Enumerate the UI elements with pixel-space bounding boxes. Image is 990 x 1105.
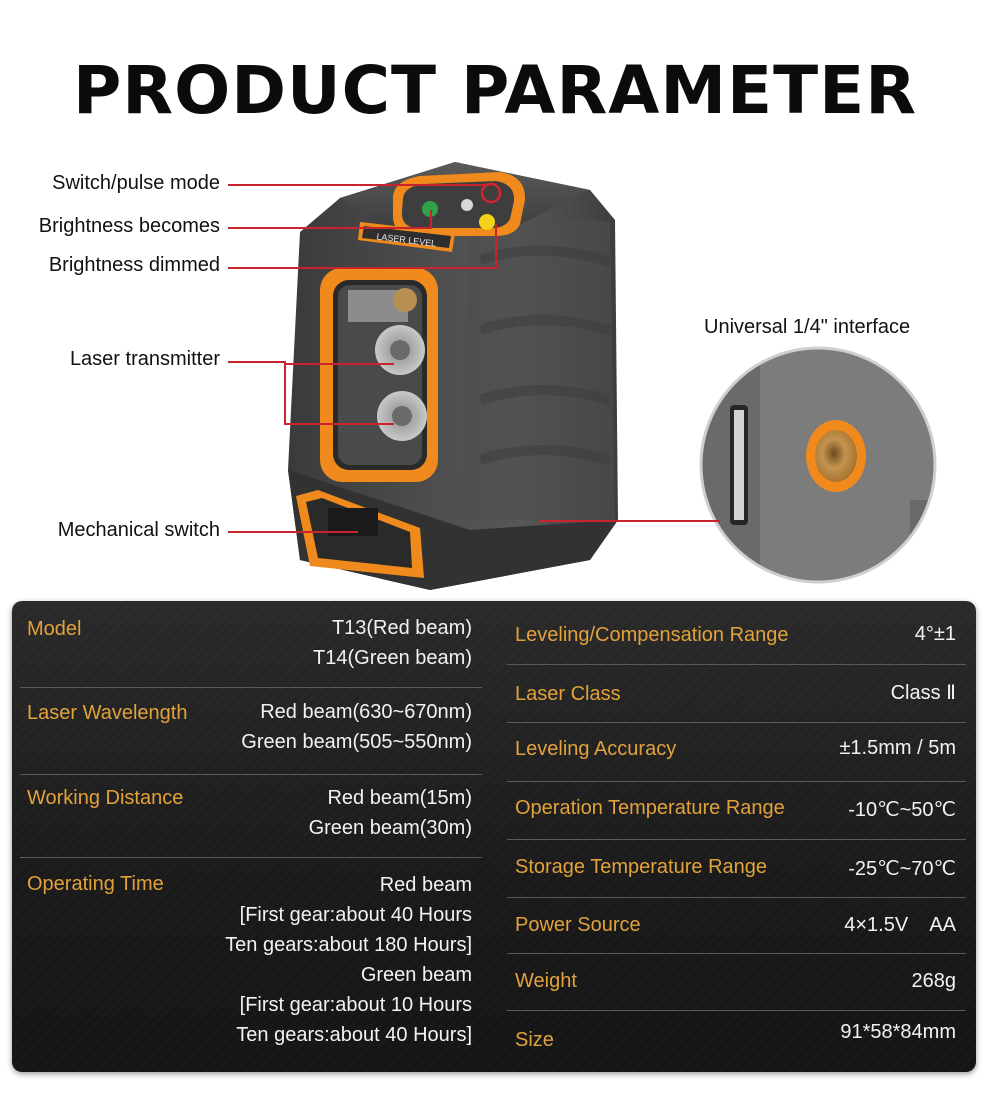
spec-value-compensation-range: 4°±1 (914, 623, 956, 645)
spec-value-laser-class: Class Ⅱ (890, 682, 956, 704)
divider (507, 1010, 966, 1011)
divider (507, 722, 966, 723)
callout-mechanical-switch: Mechanical switch (57, 519, 220, 541)
callout-line (228, 267, 496, 269)
callout-brightness-down: Brightness dimmed (48, 254, 220, 276)
spec-value-weight: 268g (911, 970, 957, 992)
callout-line (228, 184, 486, 186)
spec-label-leveling-accuracy: Leveling Accuracy (515, 738, 677, 760)
callout-brightness-up: Brightness becomes (38, 215, 220, 237)
callout-line (540, 520, 720, 522)
callout-laser-transmitter: Laser transmitter (69, 348, 220, 370)
spec-value-size: 91*58*84mm (840, 1021, 956, 1043)
spec-label-size: Size (515, 1029, 554, 1051)
spec-value-power-source: 4×1.5V AA (844, 914, 956, 936)
divider (507, 664, 966, 665)
divider (20, 687, 482, 688)
spec-value-working-distance: Red beam(15m)Green beam(30m) (308, 787, 472, 839)
spec-label-laser-class: Laser Class (515, 683, 621, 705)
callout-line (430, 210, 432, 229)
callout-line (284, 423, 394, 425)
spec-label-weight: Weight (515, 970, 577, 992)
spec-label-compensation-range: Leveling/Compensation Range (515, 624, 789, 646)
callout-universal-interface: Universal 1/4" interface (704, 316, 911, 338)
callout-line (284, 363, 394, 365)
callout-line (284, 361, 286, 425)
page-title: PRODUCT PARAMETER (72, 52, 918, 129)
callout-line (228, 227, 431, 229)
spec-value-model: T13(Red beam)T14(Green beam) (313, 617, 472, 669)
divider (20, 774, 482, 775)
spec-value-operation-temperature: -10℃~50℃ (848, 799, 956, 821)
spec-label-power-source: Power Source (515, 914, 641, 936)
callout-line (228, 531, 358, 533)
laser-level-illustration: LASER LEVEL (288, 162, 937, 590)
spec-label-operation-temperature: Operation Temperature Range (515, 797, 785, 819)
spec-label-operating-time: Operating Time (27, 873, 164, 895)
spec-value-storage-temperature: -25℃~70℃ (848, 858, 956, 880)
divider (507, 897, 966, 898)
divider (507, 839, 966, 840)
spec-value-wavelength: Red beam(630~670nm)Green beam(505~550nm) (241, 701, 472, 753)
callout-line (495, 224, 497, 269)
spec-panel: Model T13(Red beam)T14(Green beam) Laser… (12, 601, 976, 1072)
spec-label-working-distance: Working Distance (27, 787, 184, 809)
spec-label-model: Model (27, 618, 82, 640)
divider (507, 953, 966, 954)
spec-label-storage-temperature: Storage Temperature Range (515, 856, 768, 878)
divider (20, 857, 482, 858)
spec-value-operating-time: Red beam [First gear:about 40 Hours Ten … (225, 874, 472, 1046)
callout-switch-pulse-mode: Switch/pulse mode (52, 172, 220, 194)
spec-label-wavelength: Laser Wavelength (27, 702, 188, 724)
divider (507, 781, 966, 782)
callout-line (228, 361, 284, 363)
spec-value-leveling-accuracy: ±1.5mm / 5m (839, 737, 956, 759)
